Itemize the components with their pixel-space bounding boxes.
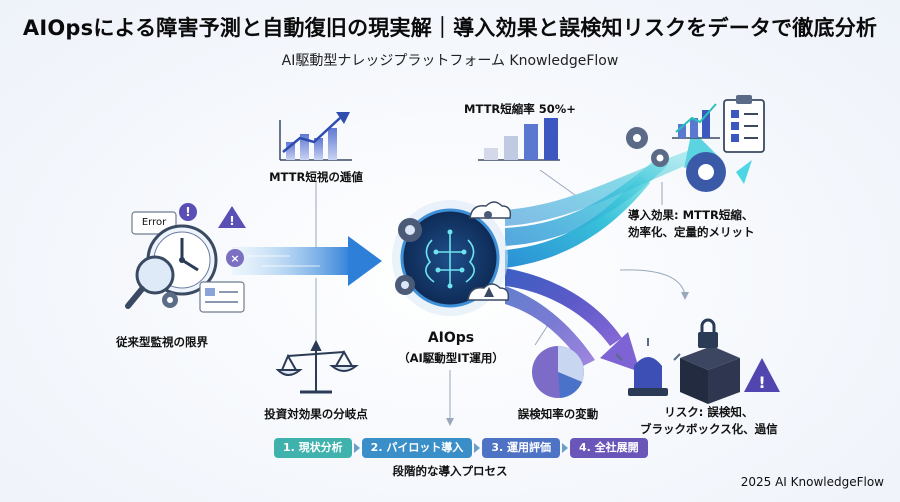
trend-chart-label: MTTR短視の逓値 xyxy=(269,170,363,184)
connector-arrowhead xyxy=(446,418,454,426)
trend-chart-icon xyxy=(279,112,352,161)
process-step-1: 1. 現状分析 xyxy=(274,438,352,458)
risk-illustration: ! xyxy=(615,318,780,404)
process-caption: 段階的な導入プロセス xyxy=(392,464,508,478)
svg-text:×: × xyxy=(230,252,239,265)
risk-label: リスク: 誤検知、 ブラックボックス化、過信 xyxy=(640,404,778,438)
traditional-monitoring-illustration: ! ! × xyxy=(125,203,246,313)
aiops-title: AIOps xyxy=(427,330,475,346)
left-flow-arrow xyxy=(232,236,382,286)
pie-label: 誤検知率の変動 xyxy=(517,407,599,421)
effect-label-line1: 導入効果: MTTR短縮、 xyxy=(628,208,754,222)
svg-text:!: ! xyxy=(229,214,234,228)
traditional-monitoring-label: 従来型監視の限界 xyxy=(116,335,208,349)
risk-flow-arrow xyxy=(505,268,640,372)
connector-lines xyxy=(315,169,686,418)
page-subtitle: AI駆動型ナレッジプラットフォーム KnowledgeFlow xyxy=(281,53,619,69)
connector-arrowhead-2 xyxy=(681,292,689,300)
page-title: AIOpsによる障害予測と自動復旧の現実解｜導入効果と誤検知リスクをデータで徹底… xyxy=(22,16,878,40)
process-steps: 1. 現状分析 2. パイロット導入 3. 運用評価 4. 全社展開 xyxy=(274,438,648,458)
aiops-brain-icon xyxy=(392,200,512,316)
false-positive-pie-icon xyxy=(532,346,584,398)
svg-text:!: ! xyxy=(185,205,190,219)
step-arrow-icon xyxy=(352,438,362,458)
error-tag: Error xyxy=(141,217,167,228)
mttr-bar-label: MTTR短縮率 50%+ xyxy=(464,102,576,116)
step-arrow-icon xyxy=(472,438,482,458)
footer-copyright: 2025 AI KnowledgeFlow xyxy=(740,475,884,489)
risk-label-line2: ブラックボックス化、過信 xyxy=(640,422,778,436)
balance-label: 投資対効果の分岐点 xyxy=(264,407,368,421)
mttr-bar-chart-icon xyxy=(478,118,560,161)
effect-label-line2: 効率化、定量的メリット xyxy=(628,225,755,239)
step-arrow-icon xyxy=(560,438,570,458)
effect-label: 導入効果: MTTR短縮、 効率化、定量的メリット xyxy=(628,207,755,241)
aiops-subtitle: （AI駆動型IT運用） xyxy=(398,351,504,365)
process-step-4: 4. 全社展開 xyxy=(570,438,648,458)
effect-illustration xyxy=(626,95,765,192)
risk-label-line1: リスク: 誤検知、 xyxy=(664,405,754,419)
process-step-3: 3. 運用評価 xyxy=(482,438,561,458)
svg-text:!: ! xyxy=(758,373,765,392)
process-step-2: 2. パイロット導入 xyxy=(361,438,473,458)
balance-scale-icon xyxy=(275,339,359,394)
